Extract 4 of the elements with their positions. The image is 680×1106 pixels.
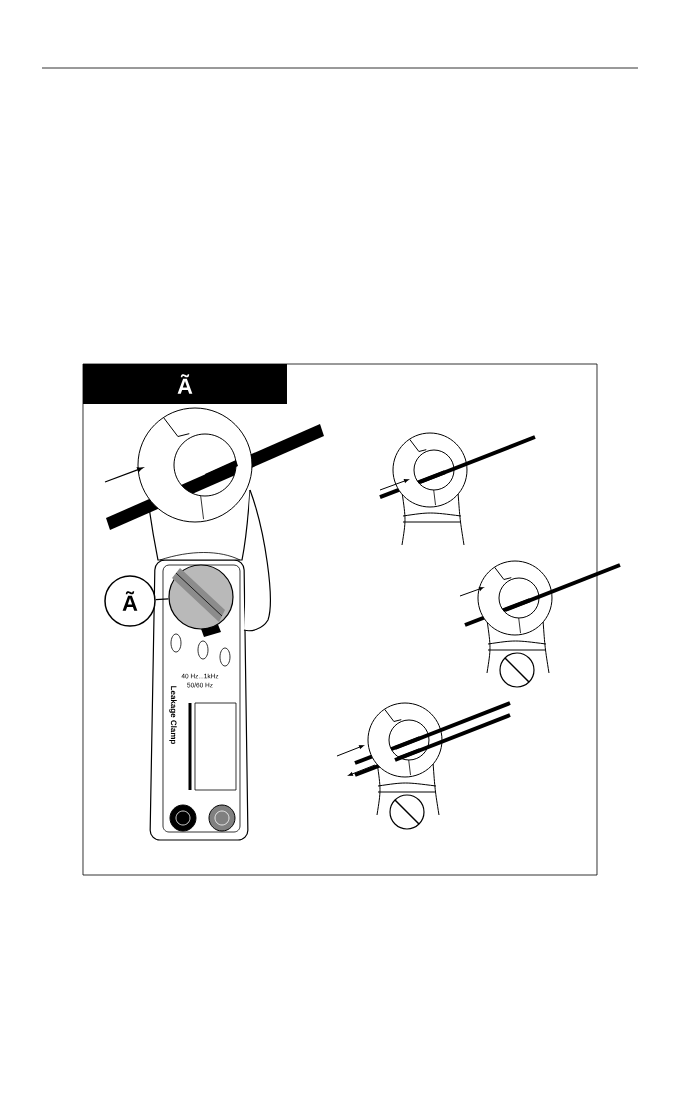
leader-line [155,598,170,601]
rotary-dial [168,564,234,630]
mode-tab: Ã [83,364,287,404]
meter-label: Leakage Clamp [169,686,177,744]
